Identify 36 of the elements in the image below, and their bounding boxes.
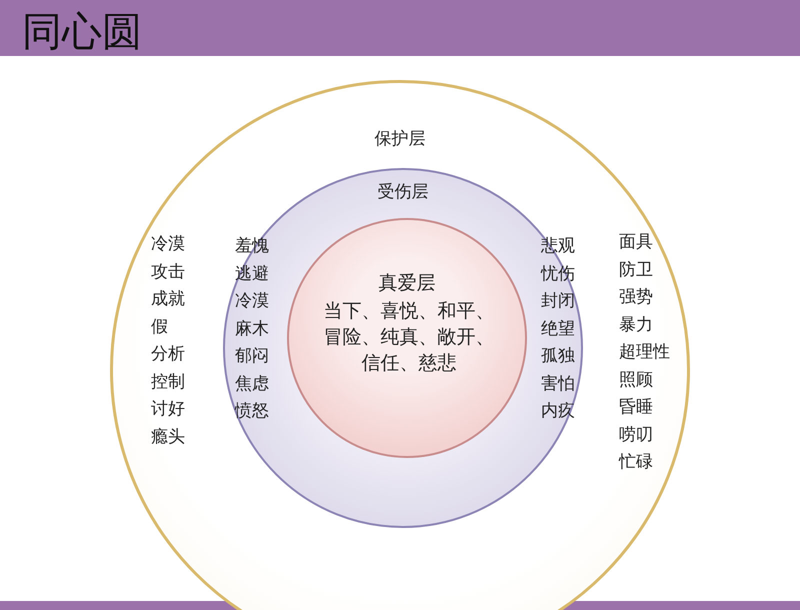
emotion-word: 忙碌 — [619, 453, 654, 471]
emotion-word: 封闭 — [541, 292, 575, 310]
emotion-word: 孤独 — [541, 347, 575, 365]
emotion-word: 瘾头 — [151, 428, 185, 446]
emotion-word: 超理性 — [619, 343, 670, 361]
emotion-word: 绝望 — [541, 320, 575, 338]
emotion-word: 内疚 — [541, 402, 575, 420]
emotion-word: 愤怒 — [235, 402, 269, 420]
emotion-word: 昏睡 — [619, 398, 654, 416]
emotion-word: 麻木 — [235, 320, 269, 338]
title: 同心圆 — [22, 8, 142, 57]
layer-title: 受伤层 — [376, 181, 430, 203]
emotion-word: 面具 — [619, 233, 654, 251]
emotion-word: 照顾 — [619, 370, 654, 388]
layer-title: 保护层 — [374, 128, 426, 150]
emotion-word: 冷漠 — [235, 292, 269, 310]
emotion-word: 冷漠 — [151, 235, 185, 253]
emotion-word: 成就 — [151, 290, 185, 308]
emotion-word: 强势 — [619, 288, 654, 306]
emotion-word: 假 — [151, 318, 169, 336]
layer-description: 当下、喜悦、和平、冒险、纯真、敞开、信任、慈悲 — [322, 299, 496, 376]
emotion-word: 悲观 — [541, 237, 575, 255]
emotion-word: 唠叨 — [619, 426, 654, 444]
layer-title: 真爱层 — [378, 271, 436, 296]
emotion-word: 防卫 — [619, 260, 654, 278]
emotion-word: 控制 — [151, 372, 185, 390]
emotion-word: 讨好 — [151, 400, 185, 418]
emotion-word: 暴力 — [619, 316, 654, 334]
emotion-word: 羞愧 — [235, 237, 269, 255]
emotion-word: 分析 — [151, 345, 185, 363]
emotion-word: 害怕 — [541, 374, 575, 392]
emotion-word: 郁闷 — [235, 347, 269, 365]
emotion-word: 逃避 — [235, 264, 269, 282]
emotion-word: 焦虑 — [235, 374, 269, 392]
emotion-word: 忧伤 — [541, 264, 575, 282]
emotion-word: 攻击 — [151, 262, 185, 280]
